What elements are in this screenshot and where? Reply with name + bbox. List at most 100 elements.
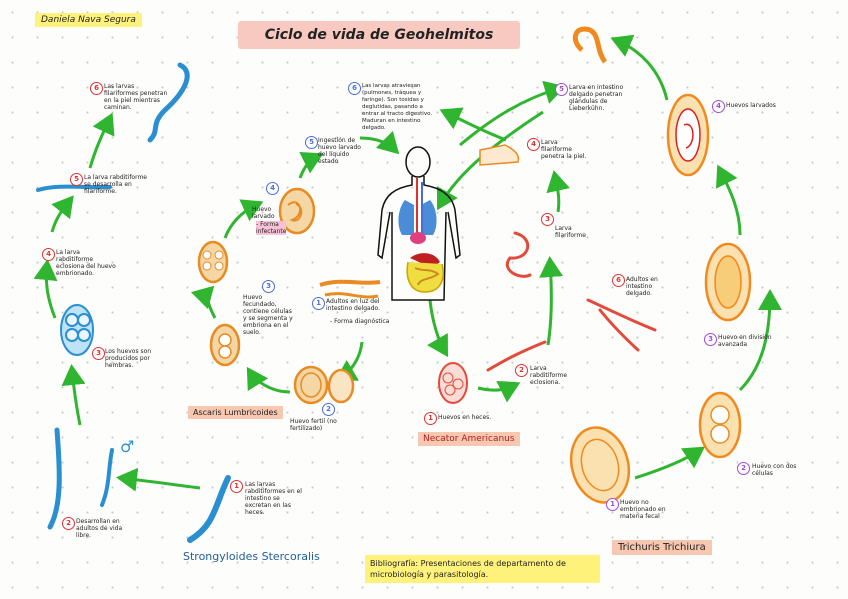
- male-symbol: ♂: [120, 437, 135, 456]
- strongy-step3-number: 3: [92, 347, 105, 360]
- strongy-step3-text: Los huevos son producidos por hembras.: [105, 348, 152, 369]
- necator-step4-text: Larva filariforme penetra la piel.: [541, 139, 587, 160]
- larva-filariform: [506, 231, 532, 278]
- arrow-n2-n3: [539, 256, 564, 346]
- trichuris-drawings: [569, 26, 752, 504]
- necator-step6-number: 6: [612, 274, 625, 287]
- strongy-step2-text: Desarrollan en adultos de vida libre.: [76, 518, 123, 539]
- larva-hatching: [572, 26, 608, 64]
- necator-title: Necator Americanus: [418, 432, 520, 446]
- ascaris-step4-text: Huevo larvado: [252, 206, 275, 220]
- strongy-step4-number: 4: [42, 248, 55, 261]
- egg-segmented: [197, 240, 229, 284]
- arrow-a5-a6: [298, 151, 324, 179]
- arrow-a6-body: [359, 130, 400, 155]
- arrow-n3-n4: [546, 170, 570, 213]
- arrow-n1-n2: [477, 380, 521, 403]
- ascaris-step6-text: Las larvas atraviesan (pulmones, tráquea…: [362, 83, 433, 131]
- necator-step1-number: 1: [424, 412, 437, 425]
- larva-rhabditiform: [486, 340, 547, 372]
- arrow-trich-mouth: [459, 80, 566, 147]
- trichuris-step4-text: Huevos larvados: [726, 102, 776, 109]
- trichuris-step2-text: Huevo con dos células: [752, 463, 797, 477]
- ascaris-step5-number: 5: [305, 136, 318, 149]
- strongy-step5-text: La larva rabditiforme se desarrolla en f…: [84, 174, 147, 195]
- trichuris-arrows: [610, 34, 782, 480]
- bibliography: Bibliografía: Presentaciones de departam…: [365, 555, 600, 583]
- adult-worm-b: [598, 308, 640, 352]
- page-title: Ciclo de vida de Geohelmitos: [238, 21, 520, 49]
- author-label: Daniela Nava Segura: [35, 13, 142, 27]
- foot: [479, 144, 520, 166]
- ascaris-drawings: [197, 187, 381, 405]
- necator-step5-number: 5: [555, 83, 568, 96]
- arrow-n4-n5: [439, 107, 507, 142]
- arrow-s1-s2: [116, 467, 201, 492]
- strongyloides-title: Strongyloides Stercoralis: [183, 550, 320, 563]
- ascaris-step3-number: 3: [262, 280, 275, 293]
- strongyloides-drawings: [36, 62, 231, 543]
- necator-step5-text: Larva en intestino delgado penetran glán…: [569, 84, 624, 112]
- trichuris-step1-text: Huevo no embrionado en materia fecal: [620, 499, 666, 520]
- trichuris-step1-number: 1: [606, 498, 619, 511]
- arrow-s5-s6: [88, 112, 115, 169]
- trichuris-step3-text: Huevo en división avanzada: [718, 334, 772, 348]
- arrow-t4-mouth: [610, 34, 669, 101]
- strongy-step1-number: 1: [230, 480, 243, 493]
- egg-larvated: [278, 187, 316, 235]
- strongy-step2-number: 2: [62, 517, 75, 530]
- adult-worm-a: [586, 298, 657, 332]
- strongyloides-arrows: [33, 112, 201, 492]
- ascaris-step6-number: 6: [348, 82, 361, 95]
- ascaris-step4-number: 4: [266, 182, 279, 195]
- arrow-body-n1: [427, 299, 449, 358]
- ascaris-step1-number: 1: [312, 297, 325, 310]
- arrow-a4-a5: [223, 199, 264, 239]
- necator-step3-text: Larva filariforme: [555, 225, 586, 239]
- strongy-step6-text: Las larvas filariformes penetran en la p…: [104, 83, 168, 111]
- ascaris-step5-text: Ingestión de huevo larvado del líquido e…: [318, 137, 361, 165]
- arrow-s2-s3: [61, 364, 86, 426]
- arrow-t1-t2: [634, 446, 705, 480]
- worm-adult-female: [47, 427, 62, 530]
- necator-step2-number: 2: [515, 364, 528, 377]
- human-organs: [398, 178, 444, 293]
- trichuris-step2-number: 2: [737, 462, 750, 475]
- trichuris-step4-number: 4: [712, 100, 725, 113]
- egg-fertile: [293, 365, 329, 405]
- arrow-a3-a4: [190, 285, 217, 319]
- worm-developing: [36, 184, 112, 192]
- ascaris-step2-text: Huevo fertil (no fertilizado): [290, 418, 337, 432]
- necator-step1-text: Huevos en heces.: [438, 414, 492, 421]
- arrow-a2-a3: [246, 366, 291, 394]
- adult-worm-2: [324, 292, 379, 299]
- egg-unfertilized: [327, 368, 355, 404]
- adult-worm-1: [319, 279, 381, 287]
- ascaris-step2-number: 2: [322, 403, 335, 416]
- worm-adult-male: [100, 448, 114, 507]
- arrow-t2-t3: [738, 289, 782, 392]
- egg-unembryonated: [569, 426, 631, 504]
- strongy-step4-text: La larva rabditiforme eclosiona del huev…: [56, 249, 116, 277]
- ascaris-step1-text: Adultos en luz del intestino delgado.: [326, 298, 380, 312]
- arrow-s4-s5: [50, 195, 74, 233]
- strongy-step6-number: 6: [90, 82, 103, 95]
- ascaris-title: Ascaris Lumbricoides: [188, 406, 283, 419]
- trichuris-step3-number: 3: [704, 333, 717, 346]
- worm-larva-rhabditiform: [187, 475, 231, 543]
- trichuris-title: Trichuris Trichiura: [612, 540, 712, 555]
- ascaris-step3-text: Huevo fecundado, contiene células y se s…: [243, 294, 293, 336]
- necator-step2-text: Larva rabditiforme eclosiona.: [530, 365, 568, 386]
- ascaris-step1-sub: - Forma diagnóstica: [330, 318, 390, 325]
- worm-filariform: [147, 62, 190, 143]
- necator-step4-number: 4: [527, 138, 540, 151]
- ascaris-arrows: [190, 130, 400, 394]
- necator-step6-text: Adultos en intestino delgado.: [626, 276, 658, 297]
- necator-drawings: [438, 144, 657, 404]
- arrow-t3-t4: [715, 164, 742, 236]
- strongy-step5-number: 5: [70, 173, 83, 186]
- necator-step3-number: 3: [541, 213, 554, 226]
- strongyloides-egg: [60, 304, 94, 356]
- ascaris-step4-sub: - Forma infectante: [256, 221, 287, 235]
